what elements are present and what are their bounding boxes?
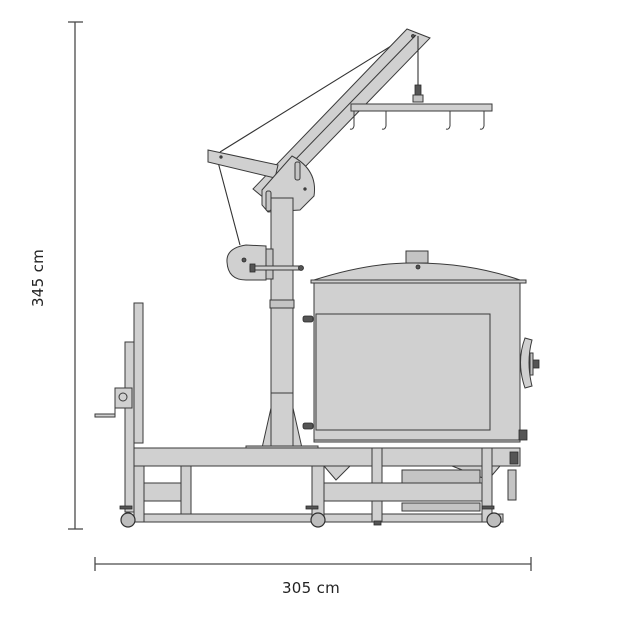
width-dimension-label: 305 cm	[281, 579, 341, 597]
hook-4-icon	[479, 111, 485, 130]
hand-crank	[94, 387, 133, 418]
hook-3-icon	[445, 111, 451, 130]
rear-post	[133, 302, 144, 444]
tank	[302, 250, 540, 443]
drain-valves	[507, 429, 528, 501]
hook-2-icon	[381, 111, 387, 130]
rear-arm	[207, 149, 279, 179]
winch	[226, 244, 304, 281]
sight-glass	[520, 337, 540, 389]
castor-wheels	[119, 505, 502, 528]
top-rail	[133, 447, 521, 467]
tank-body	[313, 282, 521, 443]
heater-element	[401, 469, 481, 484]
lift-cable	[412, 36, 424, 103]
spreader-bar	[349, 103, 493, 130]
mast-column	[245, 197, 319, 451]
support-cable	[217, 32, 413, 246]
tank-chimney	[405, 250, 429, 264]
height-dimension-label: 345 cm	[29, 248, 47, 308]
hook-1-icon	[349, 111, 355, 130]
height-dimension-line	[68, 21, 83, 530]
base-frame	[124, 302, 521, 523]
width-dimension-line	[94, 557, 532, 571]
tank-lid	[313, 262, 521, 281]
